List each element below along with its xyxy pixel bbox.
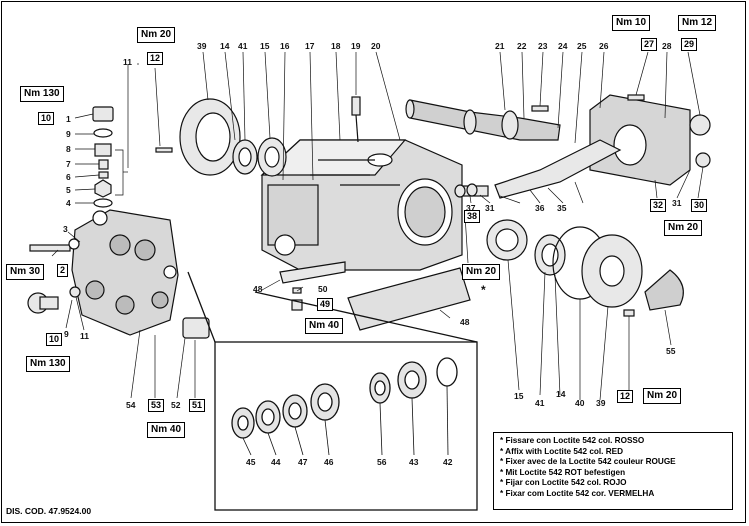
part-label: 31 [485,203,495,213]
part-label: 56 [377,457,387,467]
ref-box: 10 [38,112,55,125]
part-label: 43 [409,457,419,467]
part-label: 19 [351,41,361,51]
ref-box: 53 [148,399,165,412]
bearing-cover [179,98,287,177]
part-label: 17 [305,41,315,51]
part-label: 14 [220,41,230,51]
ref-box: 27 [641,38,658,51]
crankshaft [405,99,561,141]
part-label: 28 [662,41,672,51]
part-label: 15 [514,391,524,401]
torque-callout: Nm 130 [20,86,64,102]
part-label: 4 [66,198,71,208]
torque-callout: Nm 12 [678,15,717,31]
part-label: 42 [443,457,453,467]
pump-head [71,209,179,336]
part-label: 46 [324,457,334,467]
part-label: 24 [558,41,568,51]
torque-callout: Nm 40 [147,422,186,438]
ref-box: 29 [681,38,698,51]
bearing-flange [486,219,684,317]
ref-box: 30 [691,199,708,212]
part-label: 37 [466,203,476,213]
part-label: 45 [246,457,256,467]
part-label: 15 [260,41,270,51]
ref-box: 10 [46,333,63,346]
part-label: 47 [298,457,308,467]
part-label: 36 [535,203,545,213]
torque-callout: Nm 10 [612,15,651,31]
ref-box: 32 [650,199,667,212]
part-label: 44 [271,457,281,467]
part-label: 39 [197,41,207,51]
part-label: 23 [538,41,548,51]
note-line: * Fijar con Loctite 542 col. ROJO [500,478,627,487]
crankcase [260,139,463,271]
torque-callout: Nm 40 [305,318,344,334]
part-label: 22 [517,41,527,51]
leader-lines [51,51,704,401]
part-label: 5 [66,185,71,195]
part-label: 8 [66,144,71,154]
loctite-notes: * Fissare con Loctite 542 col. ROSSO * A… [493,432,733,510]
part-label: 48 [253,284,263,294]
note-line: * Fissare con Loctite 542 col. ROSSO [500,436,645,445]
plugs [27,96,361,339]
torque-callout: Nm 20 [664,220,703,236]
part-label: 21 [495,41,505,51]
drawing-code: DIS. COD. 47.9524.00 [6,506,92,516]
asterisk-mark: * [481,283,486,297]
ref-box: 2 [57,264,69,277]
part-label: 41 [238,41,248,51]
note-line: * Affix with Loctite 542 col. RED [500,446,623,456]
ref-box: 12 [147,52,164,65]
part-label: 11 [80,331,89,341]
part-label: 7 [66,159,71,169]
rear-cover [589,94,711,186]
part-label: 35 [557,203,567,213]
part-label: 54 [126,400,136,410]
torque-callout: Nm 130 [26,356,70,372]
part-label: 18 [331,41,341,51]
part-label: 40 [575,398,585,408]
ref-box: 12 [617,390,634,403]
part-label: 39 [596,398,606,408]
torque-callout: Nm 30 [6,264,45,280]
torque-callout: Nm 20 [643,388,682,404]
part-label: 55 [666,346,676,356]
part-label: 16 [280,41,290,51]
part-label: 14 [556,389,566,399]
part-label: 9 [66,129,71,139]
part-label: 41 [535,398,545,408]
ref-box: 49 [317,298,334,311]
part-label: 20 [371,41,381,51]
plunger-assembly [454,139,622,199]
part-label: 50 [318,284,328,294]
mounting-feet [279,261,471,331]
ref-box: 38 [464,210,481,223]
part-label: 3 [63,224,68,234]
part-label: 1 [66,114,71,124]
part-label: 31 [672,198,682,208]
note-line: * Fixer avec de la Loctite 542 couleur R… [500,457,676,466]
torque-callout: Nm 20 [462,264,501,280]
seal-kit-inset [187,271,478,511]
part-label: 6 [66,172,71,182]
part-label: 48 [460,317,470,327]
ref-box: 51 [189,399,206,412]
part-label: 25 [577,41,587,51]
torque-callout: Nm 20 [137,27,176,43]
valve-stack [92,106,114,208]
part-label: 11 [123,57,132,67]
note-line: * Mit Loctite 542 ROT befestigen [500,467,626,477]
note-line: * Fixar com Loctite 542 cor. VERMELHA [500,488,655,498]
part-label: 26 [599,41,609,51]
part-label: 9 [64,329,69,339]
part-label: 52 [171,400,181,410]
